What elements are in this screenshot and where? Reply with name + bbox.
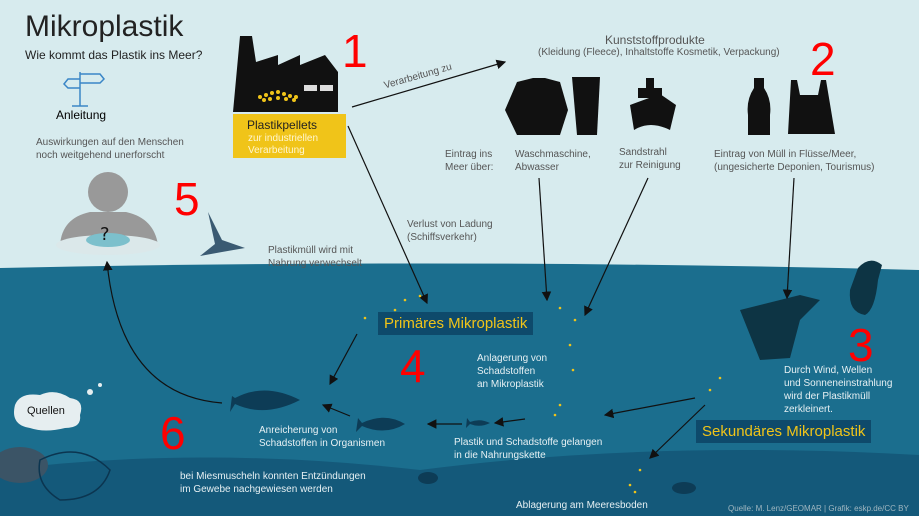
title: Mikroplastik [25, 10, 184, 43]
humans-label: Auswirkungen auf den Menschen noch weitge… [36, 136, 184, 162]
accumulation-line: Schadstoffen in Organismen [259, 438, 386, 449]
breakdown-line: und Sonneneinstrahlung [784, 378, 893, 389]
tube-icon [572, 77, 600, 135]
marker-2: 2 [810, 33, 836, 85]
products-sub: (Kleidung (Fleece), Inhaltstoffe Kosmeti… [538, 47, 780, 58]
marker-6: 6 [160, 407, 186, 459]
sandblast-label: Sandstrahl zur Reinigung [619, 146, 681, 172]
factory-icon [233, 36, 338, 112]
foodchain-label: Plastik und Schadstoffe gelangen in die N… [454, 436, 602, 462]
seabed-label: Ablagerung am Meeresboden [516, 500, 648, 511]
fishing-net-icon [38, 451, 111, 501]
jacket-icon [505, 78, 568, 135]
rock [0, 447, 48, 483]
marker-5: 5 [174, 173, 200, 225]
fish-medium-icon [356, 417, 405, 432]
litter-label: Eintrag von Müll in Flüsse/Meer, (ungesic… [714, 148, 874, 174]
cargo-label: Verlust von Ladung (Schiffsverkehr) [407, 218, 493, 244]
credit: Quelle: M. Lenz/GEOMAR | Grafik: eskp.de… [728, 504, 909, 513]
pollutants-line: an Mikroplastik [477, 379, 544, 390]
sources-cloud [14, 392, 82, 431]
litter-line: (ungesicherte Deponien, Tourismus) [714, 162, 875, 173]
bird-line: Plastikmüll wird mit [268, 245, 354, 256]
pellets-sub-2: Verarbeitung [248, 145, 305, 156]
humans-line: noch weitgehend unerforscht [36, 150, 165, 161]
accumulation-line: Anreicherung von [259, 425, 338, 436]
floating-bag-icon [740, 295, 820, 360]
bird-icon [200, 212, 245, 256]
humans-line: Auswirkungen auf den Menschen [36, 137, 184, 148]
floating-bottle-icon [849, 260, 882, 315]
bag-icon [788, 80, 835, 134]
entry-line: Eintrag ins [445, 149, 493, 160]
primary-microplastic-label: Primäres Mikroplastik [378, 312, 534, 335]
sandblast-line: zur Reinigung [619, 160, 681, 171]
ship-icon [630, 78, 676, 130]
foodchain-line: Plastik und Schadstoffe gelangen [454, 437, 603, 448]
pellets-sub-1: zur industriellen [248, 133, 319, 144]
secondary-microplastic-label: Sekundäres Mikroplastik [696, 420, 872, 443]
washing-label: Waschmaschine, Abwasser [515, 148, 591, 174]
foodchain-line: in die Nahrungskette [454, 450, 546, 461]
mussels-label: bei Miesmuscheln konnten Entzündungen im … [180, 470, 366, 496]
mussels-line: bei Miesmuscheln konnten Entzündungen [180, 471, 366, 482]
bird-line: Nahrung verwechselt [268, 258, 362, 269]
washing-line: Waschmaschine, [515, 149, 591, 160]
breakdown-line: zerkleinert. [784, 404, 833, 415]
signpost-icon [62, 72, 106, 107]
pellets-box [233, 114, 346, 158]
litter-line: Eintrag von Müll in Flüsse/Meer, [714, 149, 857, 160]
pellets-title: Plastikpellets [247, 118, 318, 132]
bottle-icon [747, 78, 771, 135]
breakdown-line: wird der Plastikmüll [784, 391, 871, 402]
sea-floor [0, 450, 919, 516]
entry-line: Meer über: [445, 162, 494, 173]
pollutants-line: Anlagerung von [477, 353, 548, 364]
guide-link[interactable]: Anleitung [56, 108, 107, 122]
sandblast-line: Sandstrahl [619, 147, 667, 158]
sources-link[interactable]: Quellen [27, 405, 65, 417]
cargo-line: (Schiffsverkehr) [407, 232, 477, 243]
fish-small-icon [466, 418, 490, 428]
marker-3: 3 [848, 319, 874, 371]
products-title: Kunststoffprodukte [605, 33, 705, 47]
crab-icon [418, 472, 438, 484]
washing-line: Abwasser [515, 162, 559, 173]
pollutants-line: Schadstoffen [477, 366, 536, 377]
cargo-line: Verlust von Ladung [407, 219, 493, 230]
turtle-icon [672, 482, 696, 494]
mussels-line: im Gewebe nachgewiesen werden [180, 484, 333, 495]
human-icon [56, 172, 160, 255]
question-mark: ? [100, 224, 110, 245]
breakdown-line: Durch Wind, Wellen [784, 365, 873, 376]
marker-1: 1 [342, 25, 368, 77]
fish-large-icon [230, 390, 300, 412]
breakdown-label: Durch Wind, Wellen und Sonneneinstrahlung… [784, 364, 892, 416]
marker-4: 4 [400, 340, 426, 392]
subtitle: Wie kommt das Plastik ins Meer? [25, 48, 203, 62]
